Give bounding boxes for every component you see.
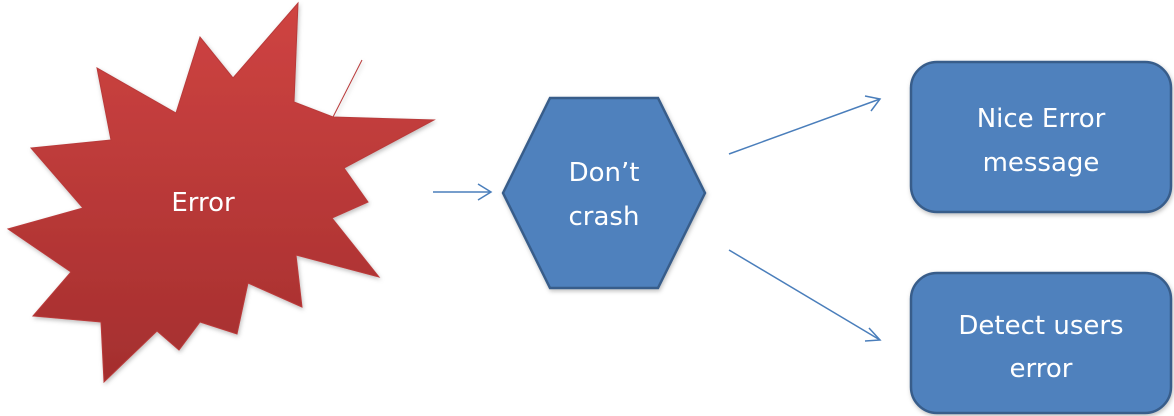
hexagon-shape [501, 96, 707, 290]
dont-crash-label-line1: Don’t [569, 158, 640, 188]
dont-crash-label-line2: crash [569, 202, 640, 232]
nice-error-message-label-line2: message [983, 148, 1100, 178]
detect-users-error-node: Detect users error [909, 271, 1173, 415]
rounded-rect-shape [909, 60, 1173, 214]
nice-error-message-node: Nice Error message [909, 60, 1173, 214]
nice-error-message-label-line1: Nice Error [977, 104, 1106, 134]
explosion-shape [6, 1, 436, 384]
arrow-error-to-dont-crash [433, 183, 493, 201]
detect-users-error-label-line2: error [1010, 354, 1073, 384]
error-node: Error [6, 1, 436, 384]
error-label: Error [171, 188, 235, 218]
arrow-to-nice-error-message [728, 95, 882, 155]
arrow-to-detect-users-error [728, 249, 882, 342]
detect-users-error-label-line1: Detect users [958, 311, 1123, 341]
dont-crash-node: Don’t crash [501, 96, 707, 290]
rounded-rect-shape [909, 271, 1173, 415]
